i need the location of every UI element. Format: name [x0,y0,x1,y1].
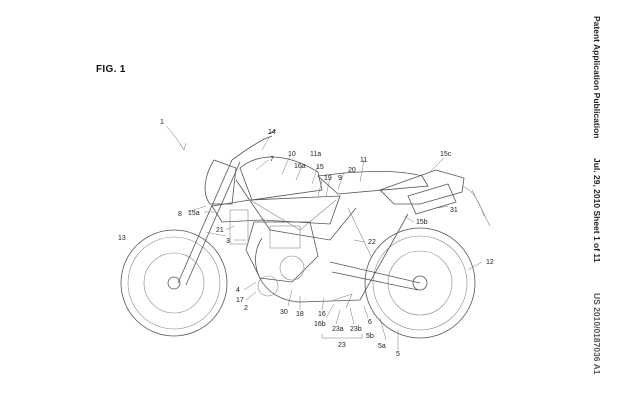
ref-18: 18 [296,311,304,318]
ref-11a: 11a [310,151,321,158]
ref-6: 6 [368,319,372,326]
ref-5: 5 [396,351,400,358]
ref-15b: 15b [416,219,428,226]
rear-fender [461,185,485,217]
ref-10: 10 [288,151,296,158]
ref-15a: 15a [188,210,200,217]
ref-15: 15 [316,164,324,171]
figure-label: FIG. 1 [96,64,126,75]
frame [235,179,357,241]
ref-2: 2 [244,305,248,312]
ref-12: 12 [486,259,494,266]
header-patent-number: US 2010/0187036 A1 [592,293,602,375]
seat [317,171,429,195]
ref-4: 4 [236,287,240,294]
ref-13: 13 [118,235,126,242]
reference-numerals: 1 14 7 10 16a 11a 15 19 9 20 11 15c 8 15… [118,119,494,358]
ref-9: 9 [338,175,342,182]
exhaust-pipe [255,213,409,303]
rear-wheel [364,227,476,339]
header-date-sheet: Jul. 29, 2010 Sheet 1 of 11 [592,158,602,263]
footrest [333,293,353,309]
ref-16a: 16a [294,163,306,170]
fuel-tank [239,156,323,201]
swing-arm [329,261,421,291]
leader-lines [187,135,483,350]
ref-5a: 5a [378,343,386,350]
ref-20: 20 [348,167,356,174]
ref-3: 3 [226,238,230,245]
engine [245,221,319,297]
ref-16: 16 [318,311,326,318]
ref-5b: 5b [366,333,374,340]
ref-15c: 15c [440,151,452,158]
ref-23a: 23a [332,326,344,333]
front-wheel [120,229,228,337]
ref-7: 7 [270,156,274,163]
ref-1: 1 [160,119,164,126]
ref-14: 14 [268,129,276,136]
ref-17: 17 [236,297,244,304]
ref-23b: 23b [350,326,362,333]
ref-30: 30 [280,309,288,316]
headlight-cowl [204,159,237,205]
ref-31: 31 [450,207,458,214]
tail-section [379,169,465,205]
bracket-23 [321,334,363,339]
ref-11: 11 [360,157,367,164]
ref-16b: 16b [314,321,326,328]
header-publication: Patent Application Publication [592,16,602,139]
ref-21: 21 [216,227,224,234]
muffler [407,183,457,215]
ref-22: 22 [368,239,376,246]
rear-lamp [471,189,491,227]
rear-shock [347,207,373,259]
ref-8: 8 [178,211,182,218]
ref-19: 19 [324,175,332,182]
ref-23: 23 [338,342,346,349]
radiator [229,209,249,245]
front-fork [177,159,241,286]
handlebar [231,129,277,161]
